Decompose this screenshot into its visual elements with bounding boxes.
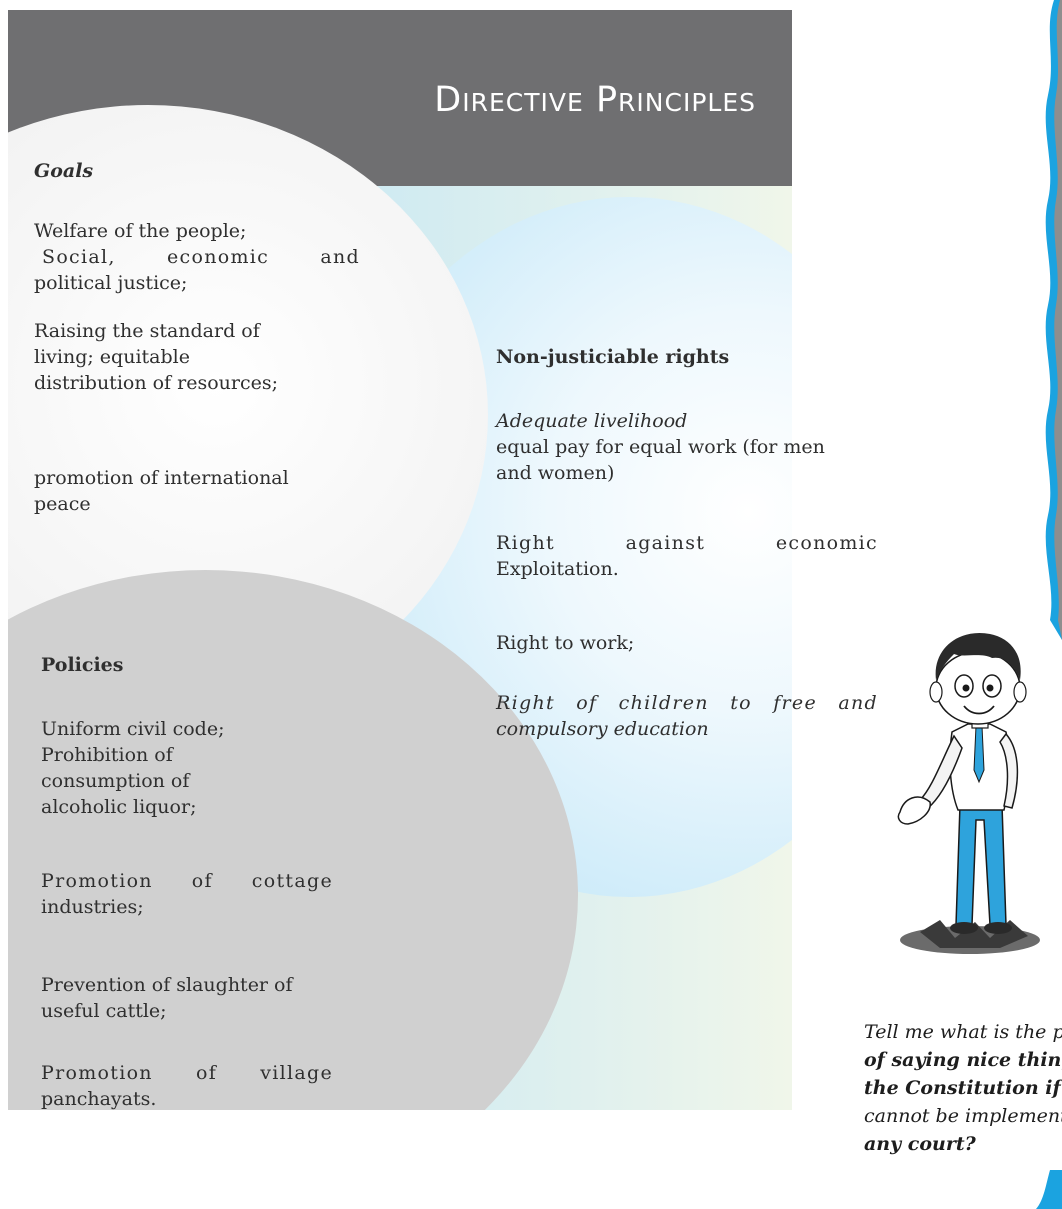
rights-work: Right to work; [496,632,635,654]
page-title: DIRECTIVE PRINCIPLES [434,80,756,120]
policies-item-1: Uniform civil code; Prohibition of consu… [41,718,225,818]
goals-item-2: Raising the standard of living; equitabl… [34,320,278,394]
blue-wavy-edge-icon [1045,0,1062,640]
rights-adequate: Adequate livelihood [496,410,688,432]
policies-item-3: Prevention of slaughter of useful cattle… [41,974,293,1022]
policies-heading: Policies [41,654,124,676]
goals-item-3: promotion of international peace [34,467,289,515]
cartoon-boy-pointing-icon [897,632,1040,954]
goals-heading: Goals [34,160,94,182]
rights-exploitation: Right against economic Exploitation. [496,532,878,580]
goals-item-1: Welfare of the people; Social, economic … [34,220,360,294]
directive-principles-panel: DIRECTIVE PRINCIPLES [8,10,792,1110]
rights-heading: Non-justiciable rights [496,346,730,368]
rights-equal-pay: equal pay for equal work (for men and wo… [496,436,825,484]
policies-item-4: Promotion of village panchayats. [41,1062,333,1110]
rights-children: Right of children to free and compulsory… [496,692,878,740]
policies-item-2: Promotion of cottage industries; [41,870,333,918]
speech-quote: Tell me what is the poi of saying nice t… [864,1021,1062,1155]
blue-edge-corner-icon [1036,1170,1062,1209]
